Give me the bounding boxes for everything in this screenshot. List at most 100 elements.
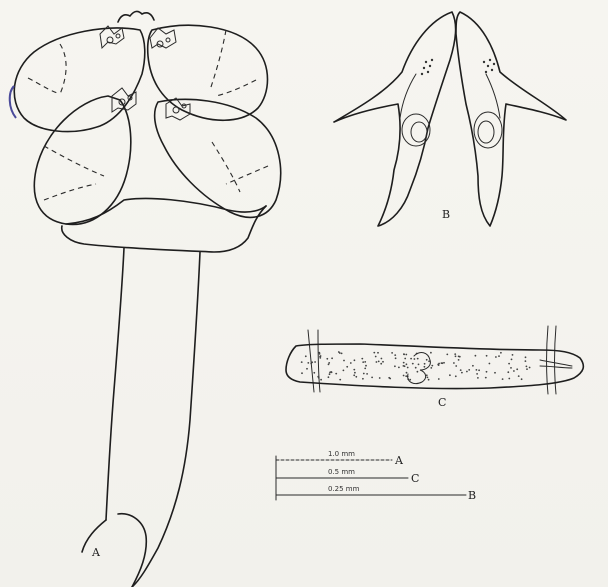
stipple-dot bbox=[406, 363, 408, 365]
stipple-dot bbox=[378, 361, 380, 363]
stipple-dot bbox=[489, 363, 491, 365]
stipple-dot bbox=[521, 378, 523, 380]
stipple-dot bbox=[460, 369, 462, 371]
stipple-dot bbox=[455, 365, 457, 367]
stipple-dot bbox=[475, 355, 477, 357]
stipple-dot bbox=[320, 355, 322, 357]
hook-dots bbox=[421, 59, 495, 75]
stipple-dot bbox=[500, 352, 502, 354]
figure-a-scolex: A bbox=[10, 11, 281, 587]
stipple-dot bbox=[319, 353, 321, 355]
stipple-dot bbox=[364, 361, 366, 363]
stipple-dot bbox=[510, 367, 512, 369]
stipple-dot bbox=[441, 362, 443, 364]
stipple-dot bbox=[382, 361, 384, 363]
stipple-dot bbox=[430, 352, 432, 354]
stipple-dot bbox=[406, 372, 408, 374]
stipple-dot bbox=[512, 354, 514, 356]
stipple-dot bbox=[377, 352, 379, 354]
stipple-dot bbox=[366, 373, 368, 375]
stipple-dot bbox=[354, 359, 356, 361]
stipple-dot bbox=[466, 371, 468, 373]
stipple-dot bbox=[494, 372, 496, 374]
stipple-dot bbox=[376, 361, 378, 363]
stipple-dot bbox=[424, 366, 426, 368]
scale-bar-a-text: 1.0 mm bbox=[328, 450, 355, 458]
stipple-dot bbox=[403, 362, 405, 364]
stipple-dot bbox=[449, 374, 451, 376]
stipple-dot bbox=[415, 367, 417, 369]
hook-left bbox=[334, 12, 456, 226]
stipple-dot bbox=[525, 356, 527, 358]
stipple-dot bbox=[403, 354, 405, 356]
hook-cluster bbox=[150, 28, 176, 48]
stipple-dot bbox=[353, 369, 355, 371]
neck bbox=[106, 248, 124, 520]
stipple-dot bbox=[394, 354, 396, 356]
stipple-dot bbox=[328, 376, 330, 378]
stipple-dot bbox=[486, 371, 488, 373]
stipple-dot bbox=[485, 377, 487, 379]
stipple-dot bbox=[341, 353, 343, 355]
stipple-dot bbox=[404, 358, 406, 360]
hook-cluster bbox=[166, 98, 190, 120]
stipple-dot bbox=[339, 379, 341, 381]
stipple-dot bbox=[346, 366, 348, 368]
stipple-dot bbox=[314, 361, 316, 363]
stipple-dot bbox=[516, 368, 518, 370]
stipple-dot bbox=[301, 361, 303, 363]
stipple-dot bbox=[330, 371, 332, 373]
scale-bar-a-label: A bbox=[394, 454, 404, 467]
stipple-dot bbox=[495, 356, 497, 358]
stipple-dot bbox=[355, 376, 357, 378]
stipple-dot bbox=[518, 375, 520, 377]
figure-c-segment: C bbox=[286, 326, 583, 409]
stipple-dot bbox=[403, 365, 405, 367]
stipple-dot bbox=[427, 377, 429, 379]
stipple-dot bbox=[461, 372, 463, 374]
label-c: C bbox=[438, 396, 446, 409]
stipple-dot bbox=[343, 360, 345, 362]
stipple-dot bbox=[438, 364, 440, 366]
stipple-dot bbox=[459, 356, 461, 358]
stipple-dot bbox=[426, 359, 428, 361]
stipple-dot bbox=[353, 374, 355, 376]
scale-bar-c-label: C bbox=[411, 472, 419, 485]
stipple-dot bbox=[343, 370, 345, 372]
stipple-dot bbox=[371, 377, 373, 379]
stipple-dot bbox=[375, 356, 377, 358]
stipple-dot bbox=[526, 368, 528, 370]
stipple-dot bbox=[507, 371, 509, 373]
stipple-dot bbox=[311, 361, 313, 363]
stipple-dot bbox=[373, 352, 375, 354]
stipple-dot bbox=[362, 361, 364, 363]
stipple-dot bbox=[379, 377, 381, 379]
scale-bar-b-text: 0.25 mm bbox=[328, 485, 360, 493]
scale-bar-b-label: B bbox=[468, 489, 476, 502]
stipple-dot bbox=[306, 368, 308, 370]
stipple-dot bbox=[381, 358, 383, 360]
segment-body bbox=[286, 344, 583, 389]
stipple-dot bbox=[365, 365, 367, 367]
stipple-dot bbox=[478, 369, 480, 371]
stipple-dot bbox=[380, 363, 382, 365]
stipple-dot bbox=[446, 354, 448, 356]
stipple-dot bbox=[320, 379, 322, 381]
stipple-dot bbox=[417, 358, 419, 360]
stipple-dot bbox=[362, 378, 364, 380]
stipple-dot bbox=[331, 357, 333, 359]
stipple-dot bbox=[424, 363, 426, 365]
stipple-dot bbox=[443, 362, 445, 364]
stipple-dot bbox=[414, 358, 416, 360]
stipple-dot bbox=[313, 372, 315, 374]
stipple-dot bbox=[418, 364, 420, 366]
stipple-dot bbox=[455, 355, 457, 357]
stipple-dot bbox=[305, 355, 307, 357]
stipple-dot bbox=[363, 373, 365, 375]
stipple-dot bbox=[307, 362, 309, 364]
stipple-dot bbox=[328, 362, 330, 364]
stipple-dot bbox=[472, 365, 474, 367]
stipple-dot bbox=[455, 375, 457, 377]
label-b: B bbox=[442, 208, 450, 221]
